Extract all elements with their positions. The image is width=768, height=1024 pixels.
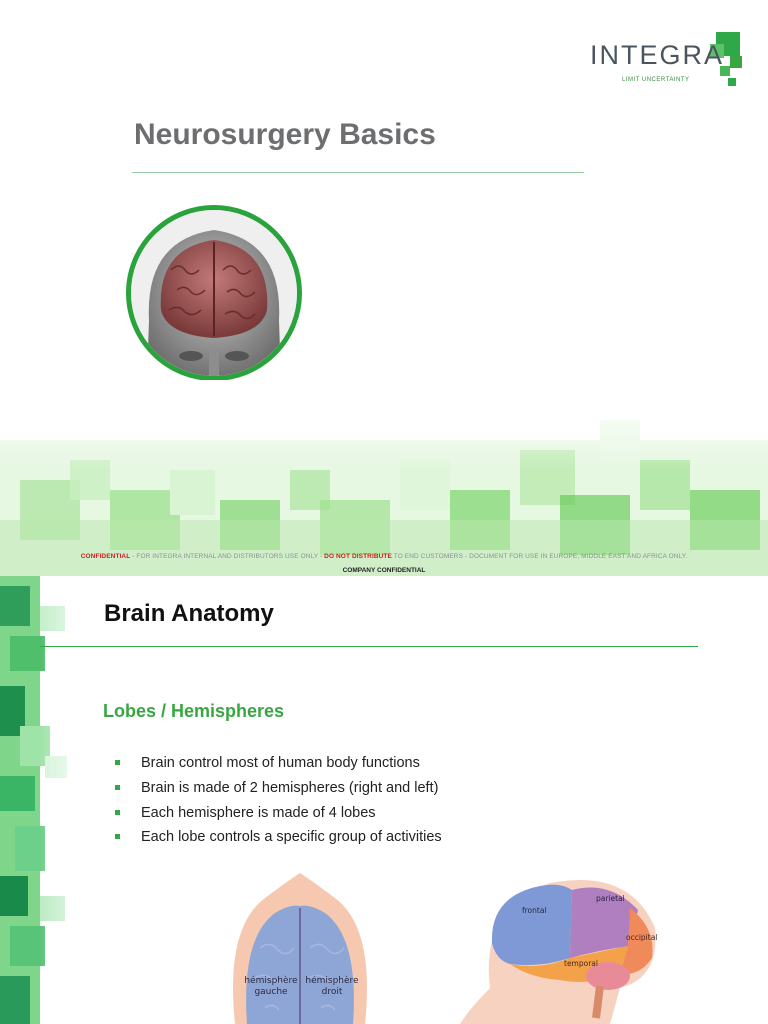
bullet-item: Each lobe controls a specific group of a… — [115, 825, 442, 850]
do-not-distribute-label: DO NOT DISTRIBUTE — [324, 553, 392, 560]
bullet-list: Brain control most of human body functio… — [115, 751, 442, 850]
notice-part1: - FOR INTEGRA INTERNAL AND DISTRIBUTORS … — [130, 553, 325, 560]
company-confidential: COMPANY CONFIDENTIAL — [342, 567, 426, 574]
slide-title: Brain Anatomy — [104, 600, 274, 627]
title-divider — [40, 646, 698, 647]
title-slide: INTEGRA LIMIT UNCERTAINTY Neurosurgery B… — [0, 30, 768, 576]
logo-brand: INTEGRA — [590, 40, 725, 70]
content-slide: Brain Anatomy Lobes / Hemispheres Brain … — [0, 576, 768, 1024]
title-divider — [132, 172, 584, 173]
bullet-square-icon — [115, 809, 120, 815]
label-right-hemisphere-1: hémisphère — [305, 975, 359, 986]
label-temporal: temporal — [564, 959, 598, 968]
bullet-square-icon — [115, 834, 120, 840]
label-left-hemisphere-1: hémisphère — [244, 975, 298, 986]
confidential-notice: CONFIDENTIAL - FOR INTEGRA INTERNAL AND … — [0, 553, 768, 560]
label-right-hemisphere-2: droit — [322, 987, 343, 997]
logo-squares-icon — [710, 32, 742, 86]
confidential-label: CONFIDENTIAL — [80, 553, 131, 560]
bullet-square-icon — [115, 784, 120, 790]
section-heading: Lobes / Hemispheres — [103, 701, 285, 721]
bullet-item: Brain control most of human body functio… — [115, 751, 442, 776]
slide-title: Neurosurgery Basics — [134, 118, 436, 151]
bullet-square-icon — [115, 760, 120, 765]
label-frontal: frontal — [522, 906, 547, 915]
bullet-item: Each hemisphere is made of 4 lobes — [115, 801, 442, 826]
notice-part2: TO END CUSTOMERS - DOCUMENT FOR USE IN E… — [391, 553, 688, 560]
brain-lobes-illustration: frontal parietal temporal occipital — [460, 880, 657, 1024]
left-green-decoration — [0, 576, 110, 1024]
integra-logo: INTEGRA LIMIT UNCERTAINTY — [590, 30, 750, 90]
brain-hemispheres-illustration: hémisphère gauche hémisphère droit — [233, 873, 367, 1024]
label-occipital: occipital — [626, 933, 657, 942]
logo-tagline: LIMIT UNCERTAINTY — [622, 77, 690, 83]
label-parietal: parietal — [596, 894, 625, 903]
brain-head-image — [126, 205, 302, 381]
green-squares-background — [0, 380, 768, 576]
label-left-hemisphere-2: gauche — [254, 987, 288, 997]
bullet-item: Brain is made of 2 hemispheres (right an… — [115, 776, 442, 801]
